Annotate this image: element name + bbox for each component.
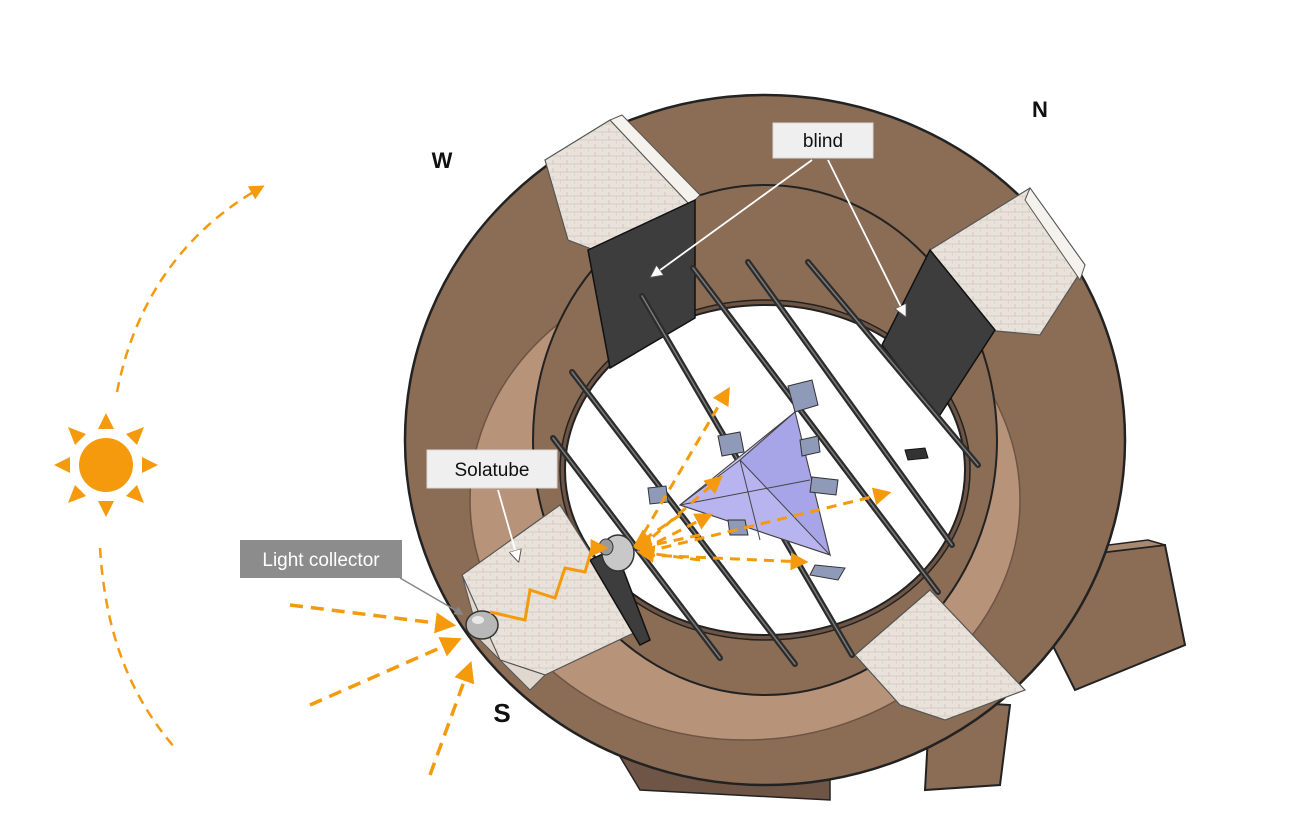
- compass-west: W: [432, 148, 453, 173]
- incoming-sun-rays: [289, 603, 475, 776]
- compass-north: N: [1032, 97, 1048, 122]
- sun-icon: [54, 413, 158, 517]
- diffused-light-rays: [633, 386, 892, 571]
- compass-south: S: [493, 698, 510, 728]
- solatube-label: Solatube: [426, 449, 558, 560]
- blind-label-text: blind: [803, 131, 843, 152]
- blind-label: blind: [652, 122, 905, 315]
- light-collector-label: Light collector: [240, 540, 464, 615]
- light-collector-label-text: Light collector: [262, 550, 380, 571]
- blind-west: [587, 198, 696, 370]
- solatube-label-text: Solatube: [454, 460, 529, 481]
- sun-path-arc: [98, 185, 265, 749]
- solatube-internal-reflections: [489, 539, 609, 622]
- light-collector-dome-icon: [465, 610, 499, 640]
